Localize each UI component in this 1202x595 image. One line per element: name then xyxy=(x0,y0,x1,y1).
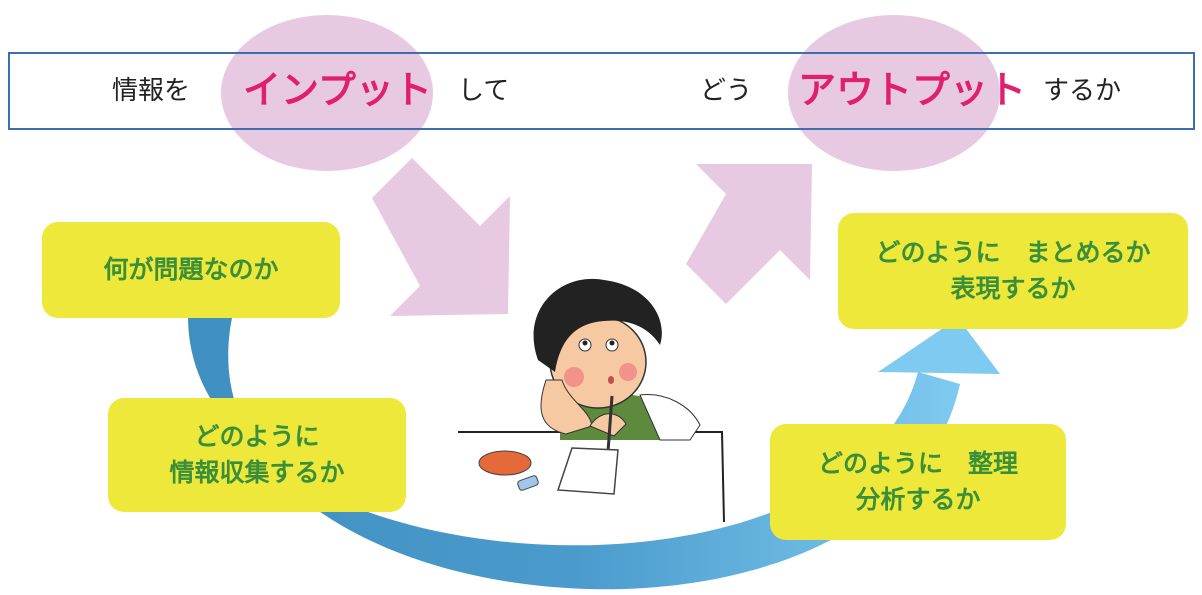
input-highlight-ellipse xyxy=(221,15,433,171)
banner-prefix: 情報を xyxy=(112,76,191,106)
step-box-express: どのように まとめるか 表現するか xyxy=(838,213,1188,329)
step-analyze-line2: 分析するか xyxy=(855,485,981,514)
input-arrow-icon xyxy=(372,158,510,316)
output-arrow-icon xyxy=(686,164,812,304)
banner-suffix: するか xyxy=(1043,76,1122,106)
thinking-student-illustration xyxy=(458,278,725,523)
output-highlight-ellipse xyxy=(788,15,1000,171)
banner-frame xyxy=(8,52,1195,130)
step-box-analyze: どのように 整理 分析するか xyxy=(770,424,1066,540)
step-collect-line2: 情報収集するか xyxy=(169,458,345,487)
step-box-problem: 何が問題なのか xyxy=(42,222,340,318)
step-express-line2: 表現するか xyxy=(950,274,1076,303)
banner-connector: して xyxy=(458,76,510,106)
step-express-line1: どのように まとめるか xyxy=(875,238,1151,267)
step-collect-line1: どのように xyxy=(194,422,320,451)
step-problem-line1: 何が問題なのか xyxy=(103,255,279,284)
output-keyword: アウトプット xyxy=(798,68,1027,112)
step-analyze-line1: どのように 整理 xyxy=(817,449,1018,478)
step-box-collect: どのように 情報収集するか xyxy=(108,398,406,512)
banner-mid-text: どう xyxy=(700,76,753,106)
process-flow-arrow-icon xyxy=(188,318,1000,590)
input-keyword: インプット xyxy=(243,68,432,112)
